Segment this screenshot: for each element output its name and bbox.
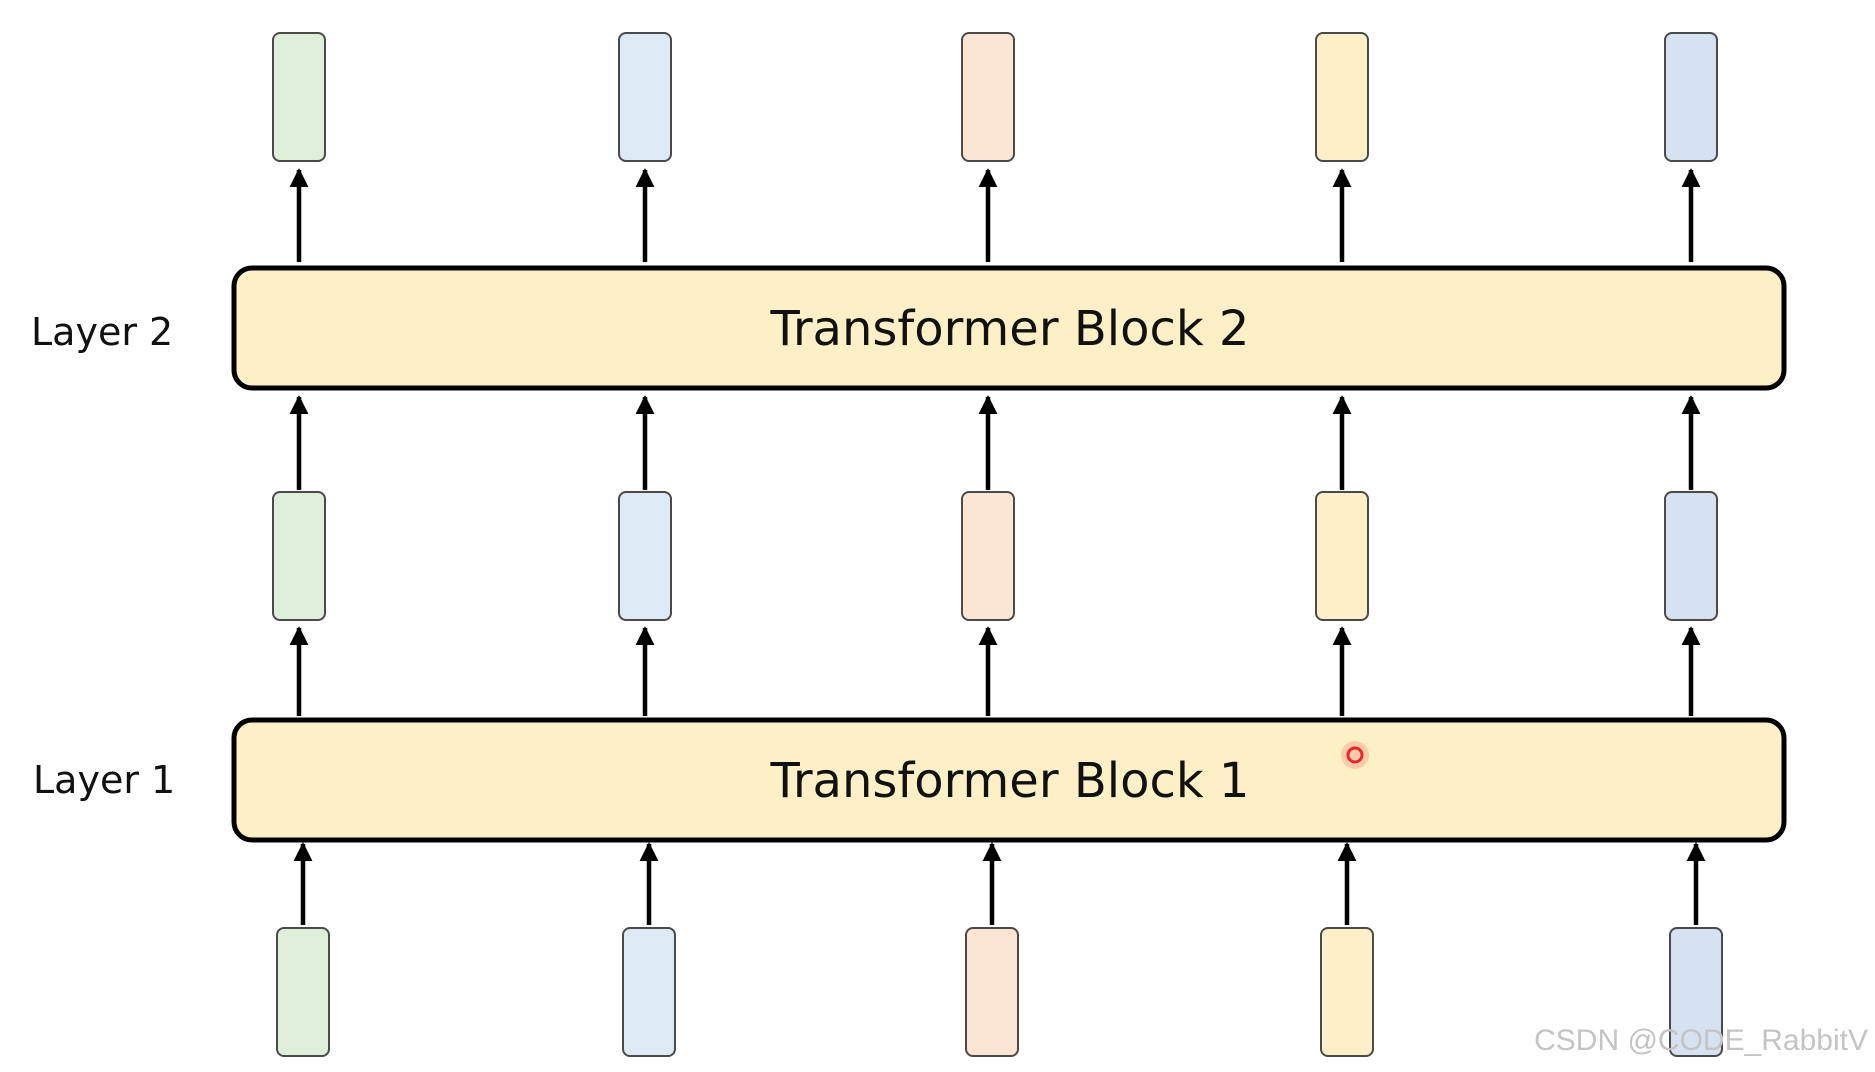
layer1-output-token-3 xyxy=(961,491,1015,621)
transformer-block-1: Transformer Block 1 xyxy=(231,717,1787,843)
layer1-output-token-4 xyxy=(1315,491,1369,621)
transformer-block-2-title: Transformer Block 2 xyxy=(770,301,1250,357)
layer1-output-token-row xyxy=(272,491,1718,621)
transformer-block-1-box xyxy=(231,717,1787,843)
layer2-output-token-5 xyxy=(1664,32,1718,162)
laser-pointer-dot xyxy=(1341,741,1369,769)
input-token-2 xyxy=(622,927,676,1057)
transformer-block-1-title: Transformer Block 1 xyxy=(770,753,1250,809)
input-token-row xyxy=(276,927,1723,1057)
layer-1-label: Layer 1 xyxy=(33,758,175,802)
layer1-output-token-2 xyxy=(618,491,672,621)
layer1-output-token-1 xyxy=(272,491,326,621)
input-token-5 xyxy=(1669,927,1723,1057)
input-token-1 xyxy=(276,927,330,1057)
layer2-output-token-row xyxy=(272,32,1718,162)
layer2-output-token-2 xyxy=(618,32,672,162)
transformer-block-2-box xyxy=(231,265,1787,391)
arrows-group xyxy=(289,168,1706,925)
input-token-4 xyxy=(1320,927,1374,1057)
transformer-block-2: Transformer Block 2 xyxy=(231,265,1787,391)
layer2-output-token-1 xyxy=(272,32,326,162)
layer-2-label: Layer 2 xyxy=(31,310,173,354)
watermark: CSDN @CODE_RabbitV xyxy=(1534,1024,1868,1057)
layer2-output-token-4 xyxy=(1315,32,1369,162)
layer1-output-token-5 xyxy=(1664,491,1718,621)
input-token-3 xyxy=(965,927,1019,1057)
layer2-output-token-3 xyxy=(961,32,1015,162)
